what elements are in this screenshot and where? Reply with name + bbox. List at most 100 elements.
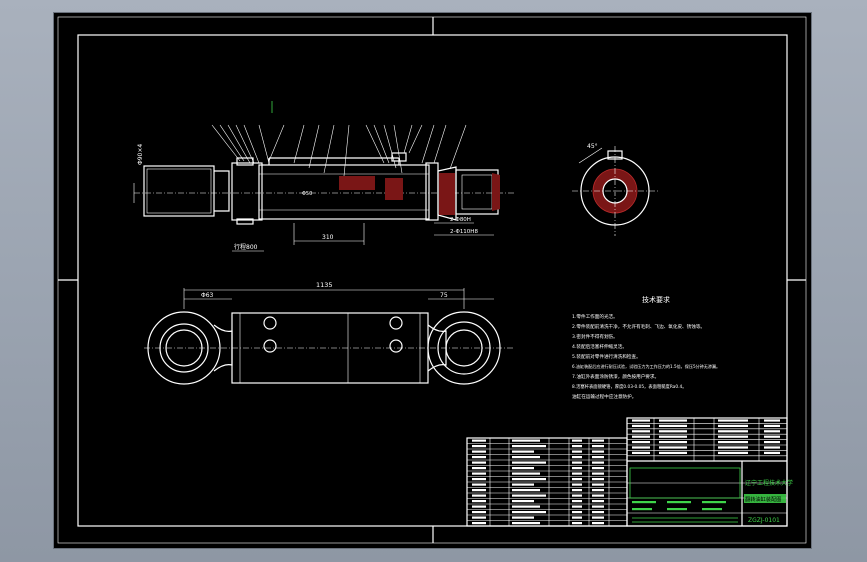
illegible-text-mark (592, 445, 604, 448)
illegible-text-mark (472, 445, 486, 448)
illegible-text-mark (572, 500, 582, 503)
illegible-text-mark (702, 508, 722, 511)
illegible-text-mark (472, 505, 486, 508)
front-view: 1135 Φ63 75 (144, 281, 514, 385)
tech-req-1: 1.零件工作面的光洁。 (572, 313, 618, 320)
illegible-text-mark (764, 419, 780, 422)
end-view: 45° (572, 143, 658, 236)
illegible-text-mark (512, 467, 534, 470)
illegible-text-mark (472, 450, 486, 453)
illegible-text-mark (659, 424, 687, 427)
illegible-text-mark (592, 494, 604, 497)
illegible-text-mark (512, 445, 546, 448)
cad-drawing: Φ90×4 310 行程800 2-Φ80H 2-Φ110H8 Φ50 45° (57, 16, 807, 544)
illegible-text-mark (472, 439, 486, 442)
stroke-label: 行程800 (234, 243, 258, 251)
technical-requirements: 技术要求 1.零件工作面的光洁。 2.零件装配前清洗干净，不允许有毛刺、飞边、氧… (572, 295, 720, 400)
illegible-text-mark (572, 516, 582, 519)
illegible-text-mark (512, 456, 540, 459)
illegible-text-mark (512, 472, 540, 475)
illegible-text-mark (472, 467, 486, 470)
left-eye-dim: Φ63 (201, 292, 214, 299)
illegible-text-mark (764, 430, 780, 433)
school-name: 辽宁工程技术大学 (745, 479, 793, 487)
illegible-text-mark (764, 451, 780, 454)
illegible-text-mark (472, 494, 486, 497)
illegible-text-mark (572, 461, 582, 464)
illegible-text-mark (592, 472, 604, 475)
illegible-text-mark (512, 522, 540, 525)
tech-req-2: 2.零件装配前清洗干净，不允许有毛刺、飞边、氧化皮、锈蚀等。 (572, 323, 705, 330)
angle-label: 45° (587, 143, 598, 150)
illegible-text-mark (472, 516, 486, 519)
illegible-text-mark (592, 456, 604, 459)
rod-dia-dim: Φ90×4 (137, 144, 144, 165)
illegible-text-mark (472, 483, 486, 486)
tech-req-9: 油缸在运输过程中应注意防护。 (572, 393, 636, 400)
illegible-text-mark (667, 508, 687, 511)
illegible-text-mark (572, 505, 582, 508)
illegible-text-mark (472, 500, 486, 503)
illegible-text-mark (572, 445, 582, 448)
dim-310: 310 (322, 234, 334, 241)
illegible-text-mark (572, 456, 582, 459)
illegible-text-mark (764, 446, 780, 449)
illegible-text-mark (718, 435, 748, 438)
illegible-text-mark (718, 441, 748, 444)
drawing-number: ZGZJ-0101 (748, 517, 780, 524)
illegible-text-mark (572, 450, 582, 453)
title-block: 辽宁工程技术大学 翻转油缸装配图 ZGZJ-0101 (626, 417, 793, 527)
tech-req-4: 4.装配后活塞杆伸缩灵活。 (572, 343, 627, 350)
illegible-text-mark (702, 501, 726, 504)
illegible-text-mark (592, 461, 604, 464)
illegible-text-mark (572, 439, 582, 442)
illegible-text-mark (592, 511, 604, 514)
illegible-text-mark (592, 505, 604, 508)
illegible-text-mark (592, 450, 604, 453)
tech-req-title: 技术要求 (642, 295, 670, 304)
illegible-text-mark (592, 500, 604, 503)
illegible-text-mark (592, 489, 604, 492)
mid-label: Φ50 (302, 191, 312, 197)
illegible-text-mark (572, 494, 582, 497)
illegible-text-mark (632, 424, 650, 427)
illegible-text-mark (512, 461, 546, 464)
illegible-text-mark (764, 435, 780, 438)
illegible-text-mark (632, 451, 650, 454)
illegible-text-mark (592, 516, 604, 519)
part-title: 翻转油缸装配图 (745, 495, 781, 503)
illegible-text-mark (472, 489, 486, 492)
illegible-text-mark (592, 467, 604, 470)
illegible-text-mark (632, 501, 656, 504)
tech-req-8: 8.活塞杆表面镀硬铬，厚度0.03-0.05，表面粗糙度Ra0.4。 (572, 383, 687, 390)
drawing-sheet: Φ90×4 310 行程800 2-Φ80H 2-Φ110H8 Φ50 45° (54, 13, 811, 548)
illegible-text-mark (659, 435, 687, 438)
illegible-text-mark (632, 508, 652, 511)
illegible-text-mark (659, 419, 687, 422)
illegible-text-mark (472, 461, 486, 464)
illegible-text-mark (718, 430, 748, 433)
illegible-text-mark (512, 478, 546, 481)
illegible-text-mark (718, 424, 748, 427)
illegible-text-mark (572, 478, 582, 481)
illegible-text-mark (472, 472, 486, 475)
illegible-text-mark (512, 489, 540, 492)
port-label-2: 2-Φ110H8 (450, 229, 478, 235)
illegible-text-mark (472, 478, 486, 481)
illegible-text-mark (632, 430, 650, 433)
tech-req-3: 3.密封件不得有划伤。 (572, 333, 618, 340)
outer-border (57, 16, 807, 544)
illegible-text-mark (512, 494, 546, 497)
illegible-text-mark (472, 456, 486, 459)
illegible-text-mark (512, 450, 534, 453)
parts-list (466, 437, 628, 527)
tech-req-6: 6.油缸装配后应进行耐压试验，试验压力为工作压力的1.5倍，保压5分钟无渗漏。 (572, 363, 720, 369)
illegible-text-mark (592, 478, 604, 481)
illegible-text-mark (764, 441, 780, 444)
illegible-text-mark (632, 446, 650, 449)
illegible-text-mark (572, 489, 582, 492)
overall-length: 1135 (316, 281, 333, 289)
illegible-text-mark (572, 472, 582, 475)
tech-req-7: 7.油缸外表面涂防锈漆，颜色按用户要求。 (572, 373, 659, 380)
illegible-text-mark (718, 446, 748, 449)
